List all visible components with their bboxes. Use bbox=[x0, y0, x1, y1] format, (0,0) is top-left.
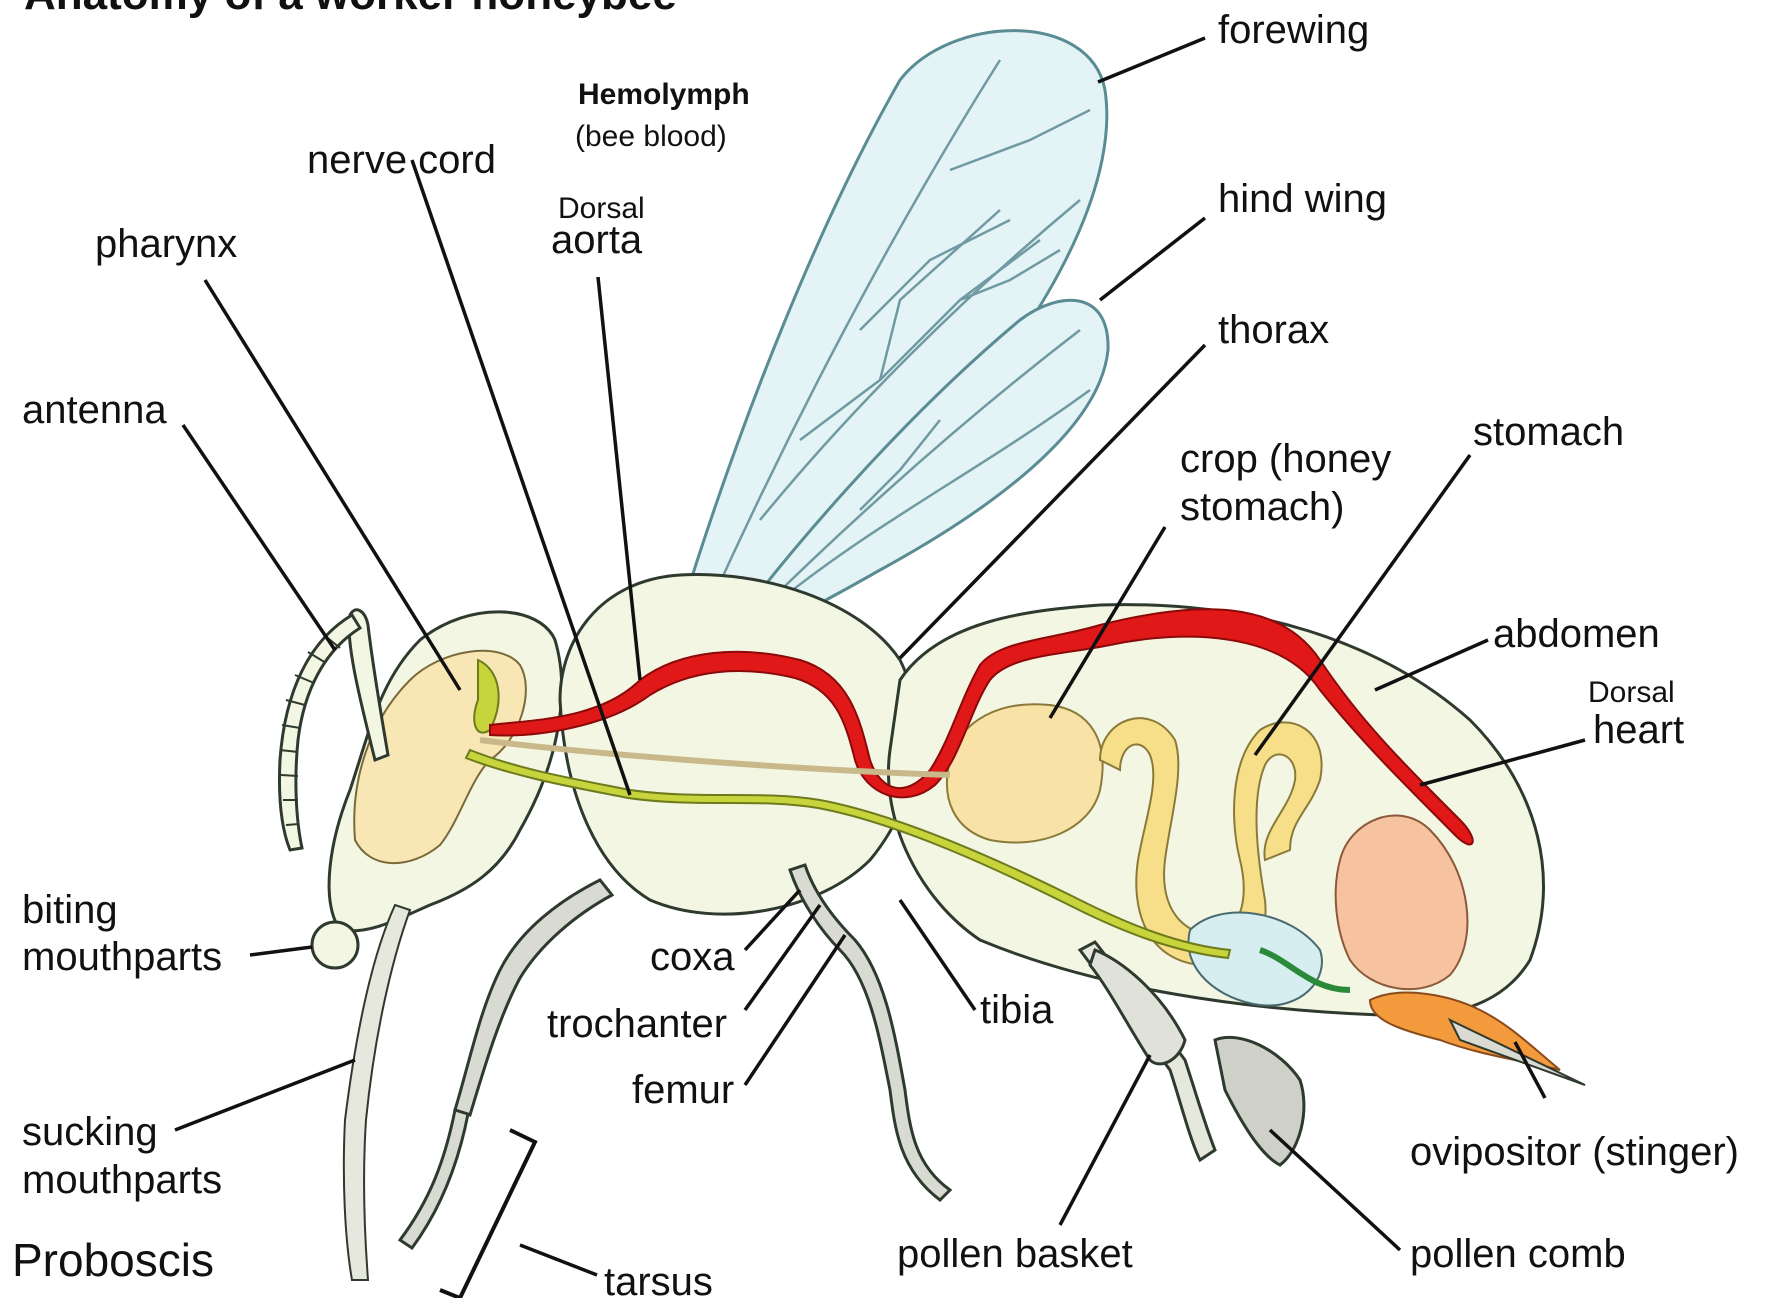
label-biting-line1: biting bbox=[22, 888, 118, 933]
label-sucking-line1: sucking bbox=[22, 1110, 158, 1155]
label-dorsal-heart: heart bbox=[1593, 708, 1684, 753]
label-nerve-cord: nerve cord bbox=[307, 138, 496, 183]
front-leg bbox=[400, 880, 612, 1248]
label-tibia: tibia bbox=[980, 988, 1053, 1033]
label-femur: femur bbox=[632, 1068, 734, 1113]
label-thorax: thorax bbox=[1218, 308, 1329, 353]
label-tarsus: tarsus bbox=[604, 1260, 713, 1305]
diagram-title: Anatomy of a worker honeybee bbox=[24, 0, 677, 20]
pollen-comb-shape bbox=[1215, 1037, 1304, 1165]
label-antenna: antenna bbox=[22, 388, 167, 433]
crop-shape bbox=[947, 704, 1103, 842]
label-pharynx: pharynx bbox=[95, 222, 237, 267]
label-proboscis: Proboscis bbox=[12, 1235, 214, 1287]
label-forewing: forewing bbox=[1218, 8, 1369, 53]
label-abdomen: abdomen bbox=[1493, 612, 1660, 657]
label-hemolymph-title: Hemolymph bbox=[578, 78, 750, 112]
label-biting-line2: mouthparts bbox=[22, 935, 222, 980]
label-coxa: coxa bbox=[650, 935, 735, 980]
ovipositor-shape bbox=[1450, 1020, 1585, 1085]
biting-mouthparts-shape bbox=[312, 922, 358, 968]
label-stomach: stomach bbox=[1473, 410, 1624, 455]
label-dorsal-aorta: aorta bbox=[551, 218, 642, 263]
label-dorsal-heart-small: Dorsal bbox=[1588, 676, 1675, 710]
label-crop-line2: stomach) bbox=[1180, 485, 1345, 530]
label-pollen-basket: pollen basket bbox=[897, 1232, 1133, 1277]
label-pollen-comb: pollen comb bbox=[1410, 1232, 1626, 1277]
label-hind-wing: hind wing bbox=[1218, 177, 1387, 222]
label-crop-line1: crop (honey bbox=[1180, 437, 1391, 482]
label-sucking-line2: mouthparts bbox=[22, 1158, 222, 1203]
proboscis-shape bbox=[344, 905, 410, 1280]
label-trochanter: trochanter bbox=[547, 1002, 727, 1047]
label-hemolymph-sub: (bee blood) bbox=[575, 120, 727, 154]
label-ovipositor: ovipositor (stinger) bbox=[1410, 1130, 1739, 1175]
